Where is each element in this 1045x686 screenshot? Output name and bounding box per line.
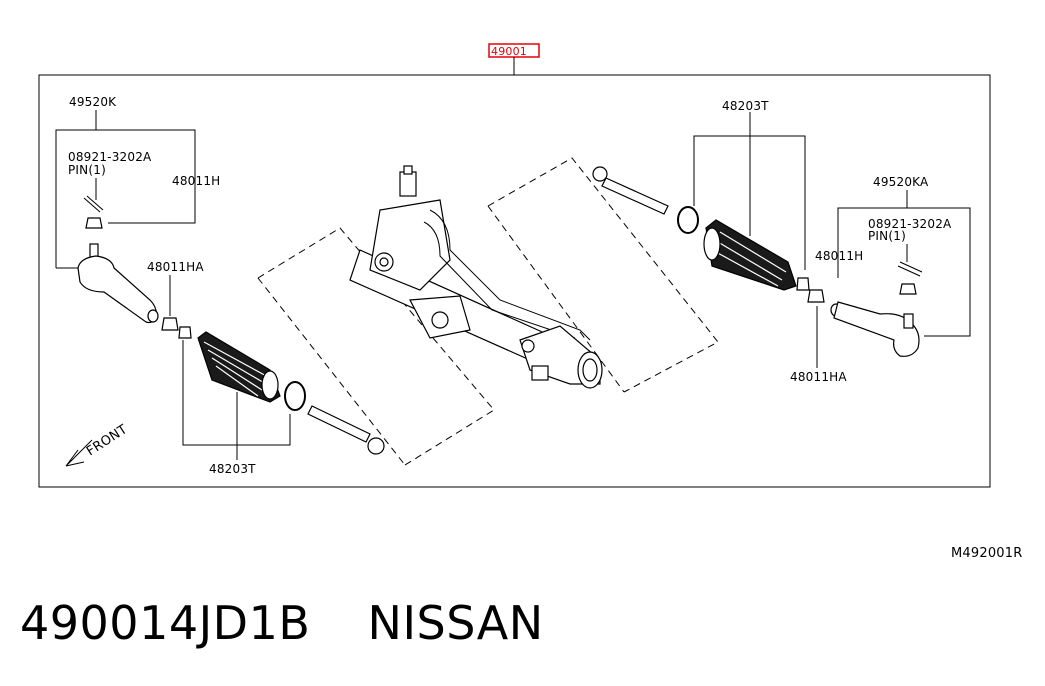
label-48011h-left[interactable]: 48011H: [172, 174, 220, 188]
front-arrow: [65, 439, 93, 467]
part-title: 490014JD1B NISSAN: [20, 596, 544, 650]
cotter-pin-left: [83, 195, 104, 213]
label-48203t-right[interactable]: 48203T: [722, 99, 769, 113]
assembly-frame: [38, 74, 991, 488]
castle-nut-left: [85, 217, 103, 229]
lock-nut-right: [807, 289, 825, 303]
label-49520k[interactable]: 49520K: [69, 95, 117, 109]
jam-nut-left: [178, 326, 192, 339]
label-pin-right[interactable]: PIN(1): [868, 229, 906, 243]
inner-tie-rod-left: [307, 405, 385, 455]
boot-clamp-right: [677, 206, 699, 234]
tie-rod-end-right: [830, 301, 920, 357]
label-pin-left[interactable]: PIN(1): [68, 163, 106, 177]
part-number: 490014JD1B: [20, 596, 311, 650]
boot-left: [197, 331, 281, 403]
boot-clamp-left: [284, 381, 306, 411]
label-49520ka[interactable]: 49520KA: [873, 175, 929, 189]
castle-nut-right: [899, 283, 917, 295]
jam-nut-right: [796, 277, 810, 291]
label-08921-3202a-left[interactable]: 08921-3202A: [68, 150, 152, 164]
tie-rod-end-left: [77, 243, 159, 324]
label-08921-3202a-right[interactable]: 08921-3202A: [868, 217, 952, 231]
diagram-code: M492001R: [951, 546, 1022, 561]
lock-nut-left: [161, 317, 179, 331]
cotter-pin-right: [897, 261, 923, 277]
label-48011ha-right[interactable]: 48011HA: [790, 370, 847, 384]
part-brand: NISSAN: [367, 596, 544, 650]
inner-tie-rod-right: [592, 166, 669, 215]
boot-right: [703, 219, 797, 291]
label-48011h-right[interactable]: 48011H: [815, 249, 863, 263]
label-48011ha-left[interactable]: 48011HA: [147, 260, 204, 274]
label-48203t-left[interactable]: 48203T: [209, 462, 256, 476]
callout-49001[interactable]: 49001: [491, 45, 527, 58]
steering-rack-housing: [349, 165, 603, 389]
